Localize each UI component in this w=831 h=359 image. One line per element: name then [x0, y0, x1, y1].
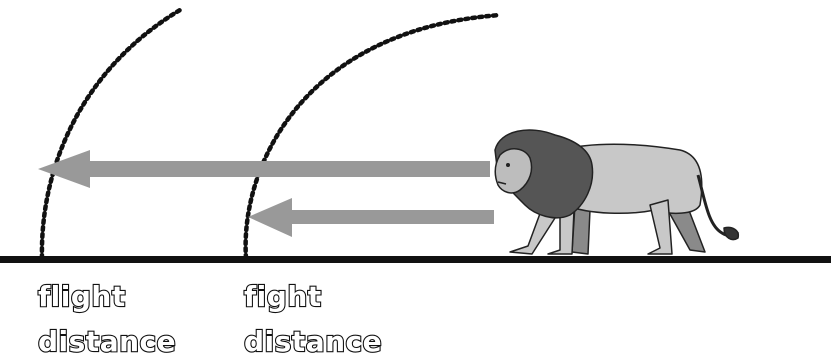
flight-distance-label-line2: distance: [38, 325, 176, 358]
ground-line: [0, 256, 831, 263]
fight-distance-arrow: [248, 198, 494, 237]
fight-distance-label-line1: fight: [244, 280, 322, 313]
fight-distance-label-line2: distance: [244, 325, 382, 358]
flight-distance-label-line1: flight: [38, 280, 126, 313]
lion-illustration: [495, 130, 738, 254]
flight-distance-boundary: [42, 10, 180, 258]
